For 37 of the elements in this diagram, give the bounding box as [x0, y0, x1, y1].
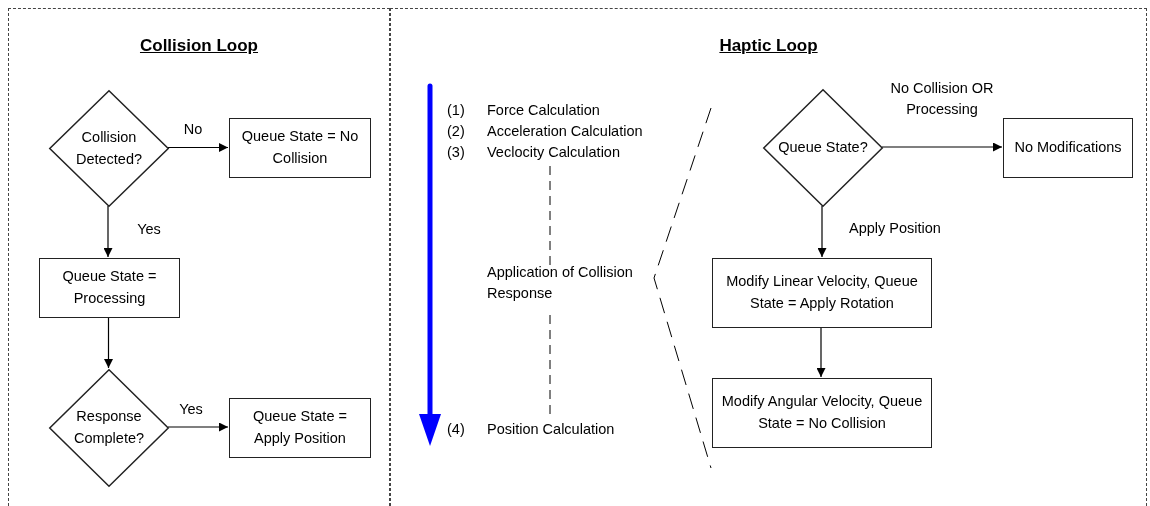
box-text: Modify Linear Velocity, Queue State = Apply Rotation [725, 272, 919, 313]
decision-diamond [763, 89, 883, 207]
step-number: (4) [447, 420, 465, 439]
arrow [817, 205, 827, 258]
panel-title: Haptic Loop [719, 36, 818, 56]
decision-diamond [49, 369, 169, 487]
decision-diamond [49, 90, 169, 207]
process-box [229, 398, 371, 458]
box-text: Queue State = Apply Position [252, 407, 348, 448]
process-box [229, 118, 371, 178]
box-text: No Modifications [1013, 138, 1123, 158]
box-text: Queue State = No Collision [240, 127, 360, 168]
step-number: (1) [447, 101, 465, 120]
step-text: Position Calculation [487, 420, 615, 439]
decision-label: Queue State? [777, 138, 869, 158]
step-text: Application of Collision Response [487, 263, 634, 303]
process-box [712, 378, 932, 448]
process-box [1003, 118, 1133, 178]
arrow [816, 326, 826, 378]
step-number: (2) [447, 122, 465, 141]
arrow [167, 143, 229, 152]
process-box [39, 258, 180, 318]
step-text: Veclocity Calculation [487, 143, 620, 162]
box-text: Queue State = Processing [61, 267, 158, 308]
loop-panel [8, 8, 390, 506]
decision-label: Response Complete? [72, 407, 146, 448]
arrow [881, 142, 1003, 152]
arrow [103, 205, 113, 258]
box-text: Modify Angular Velocity, Queue State = No Collision [720, 392, 924, 433]
step-text: Force Calculation [487, 101, 600, 120]
process-box [712, 258, 932, 328]
panel-title: Collision Loop [139, 36, 258, 56]
arrow [104, 316, 113, 369]
decision-label: Collision Detected? [74, 127, 144, 169]
step-number: (3) [447, 143, 465, 162]
arrow [167, 422, 229, 432]
step-text: Acceleration Calculation [487, 122, 643, 141]
